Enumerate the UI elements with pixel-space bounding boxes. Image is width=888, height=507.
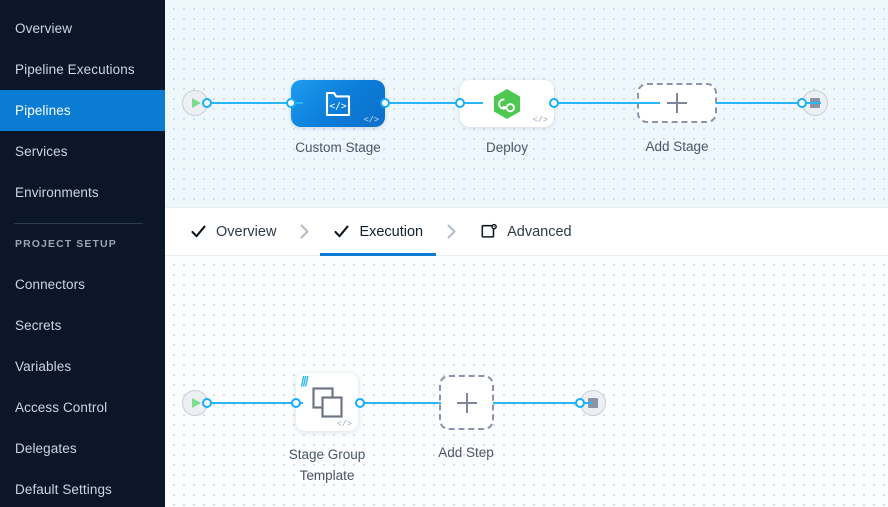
- custom-stage-code-icon: </>: [325, 91, 351, 116]
- tab-label: Overview: [216, 223, 277, 240]
- sidebar-item-label: Pipelines: [15, 103, 71, 118]
- step-group-icon: [312, 387, 343, 418]
- advanced-gear-box-icon: [480, 223, 498, 241]
- port-deploy-in[interactable]: [455, 98, 465, 108]
- tab-label: Advanced: [507, 223, 572, 240]
- step-label-line1: Stage Group: [288, 447, 366, 462]
- primary-sidebar: Overview Pipeline Executions Pipelines S…: [0, 0, 165, 507]
- connector-start-to-custom-stage: [207, 102, 303, 105]
- sidebar-item-pipelines[interactable]: Pipelines: [0, 90, 165, 131]
- sidebar-item-label: Services: [15, 144, 68, 159]
- step-label-line2: Template: [299, 468, 355, 483]
- stage-code-badge: </>: [363, 114, 379, 125]
- connector-add-stage-to-end: [716, 102, 821, 105]
- tab-label: Execution: [359, 223, 424, 240]
- connector-add-step-to-end: [493, 402, 592, 405]
- connector-stage-group-to-add-step: [362, 402, 441, 405]
- sidebar-item-connectors[interactable]: Connectors: [0, 264, 165, 305]
- port-stage-group-out[interactable]: [355, 398, 365, 408]
- tab-advanced[interactable]: Advanced: [467, 208, 585, 256]
- port-exec-end-in[interactable]: [575, 398, 585, 408]
- sidebar-item-overview[interactable]: Overview: [0, 8, 165, 49]
- sidebar-item-label: Environments: [15, 185, 99, 200]
- sidebar-item-label: Connectors: [15, 277, 86, 292]
- plus-icon: [667, 93, 687, 113]
- svg-text:</>: </>: [329, 101, 346, 112]
- port-exec-start-out[interactable]: [202, 398, 212, 408]
- sidebar-item-label: Pipeline Executions: [15, 62, 135, 77]
- port-end-in[interactable]: [797, 98, 807, 108]
- pipeline-stage-canvas[interactable]: </> </> Custom Stage </> Deploy: [165, 0, 888, 207]
- step-node-stage-group-template[interactable]: ||| </>: [296, 373, 358, 431]
- port-stage-group-in[interactable]: [291, 398, 301, 408]
- sidebar-divider: [14, 223, 143, 224]
- sidebar-item-access-control[interactable]: Access Control: [0, 387, 165, 428]
- connector-custom-stage-to-deploy: [387, 102, 483, 105]
- port-custom-stage-out[interactable]: [380, 98, 390, 108]
- step-code-badge: </>: [336, 418, 352, 429]
- connector-start-to-stage-group: [207, 402, 303, 405]
- plus-icon: [456, 392, 477, 413]
- tab-separator-icon: [436, 223, 467, 240]
- add-step-label: Add Step: [438, 445, 494, 460]
- add-step-button[interactable]: [439, 375, 494, 430]
- stage-config-tabbar: Overview Execution: [165, 207, 888, 256]
- tab-separator-icon: [289, 223, 320, 240]
- sidebar-item-label: Variables: [15, 359, 72, 374]
- add-stage-label: Add Stage: [645, 139, 709, 154]
- template-marker-icon: |||: [299, 375, 309, 387]
- connector-deploy-to-add-stage: [554, 102, 660, 105]
- sidebar-item-label: Secrets: [15, 318, 62, 333]
- port-start-out[interactable]: [202, 98, 212, 108]
- sidebar-item-label: Overview: [15, 21, 73, 36]
- sidebar-item-services[interactable]: Services: [0, 131, 165, 172]
- stage-label-custom-stage: Custom Stage: [295, 140, 381, 155]
- tab-overview[interactable]: Overview: [177, 208, 289, 256]
- sidebar-item-pipeline-executions[interactable]: Pipeline Executions: [0, 49, 165, 90]
- main-content: </> </> Custom Stage </> Deploy: [165, 0, 888, 507]
- sidebar-item-variables[interactable]: Variables: [0, 346, 165, 387]
- tab-execution[interactable]: Execution: [320, 208, 436, 256]
- execution-step-canvas[interactable]: ||| </> Stage Group Template Add Step: [165, 256, 888, 507]
- step-label-stage-group-template: Stage Group Template: [267, 444, 387, 486]
- stage-code-badge: </>: [532, 114, 548, 125]
- sidebar-section-project-setup: PROJECT SETUP: [15, 238, 117, 250]
- sidebar-item-default-settings[interactable]: Default Settings: [0, 469, 165, 507]
- port-deploy-out[interactable]: [549, 98, 559, 108]
- check-icon: [190, 223, 207, 240]
- cd-hexagon-icon: [494, 88, 520, 119]
- sidebar-item-label: Access Control: [15, 400, 108, 415]
- sidebar-item-secrets[interactable]: Secrets: [0, 305, 165, 346]
- sidebar-item-label: Default Settings: [15, 482, 112, 497]
- stage-node-custom-stage[interactable]: </> </>: [291, 80, 385, 127]
- check-icon: [333, 223, 350, 240]
- port-custom-stage-in[interactable]: [286, 98, 296, 108]
- stage-label-deploy: Deploy: [485, 140, 529, 155]
- sidebar-item-delegates[interactable]: Delegates: [0, 428, 165, 469]
- sidebar-item-label: Delegates: [15, 441, 77, 456]
- sidebar-item-environments[interactable]: Environments: [0, 172, 165, 213]
